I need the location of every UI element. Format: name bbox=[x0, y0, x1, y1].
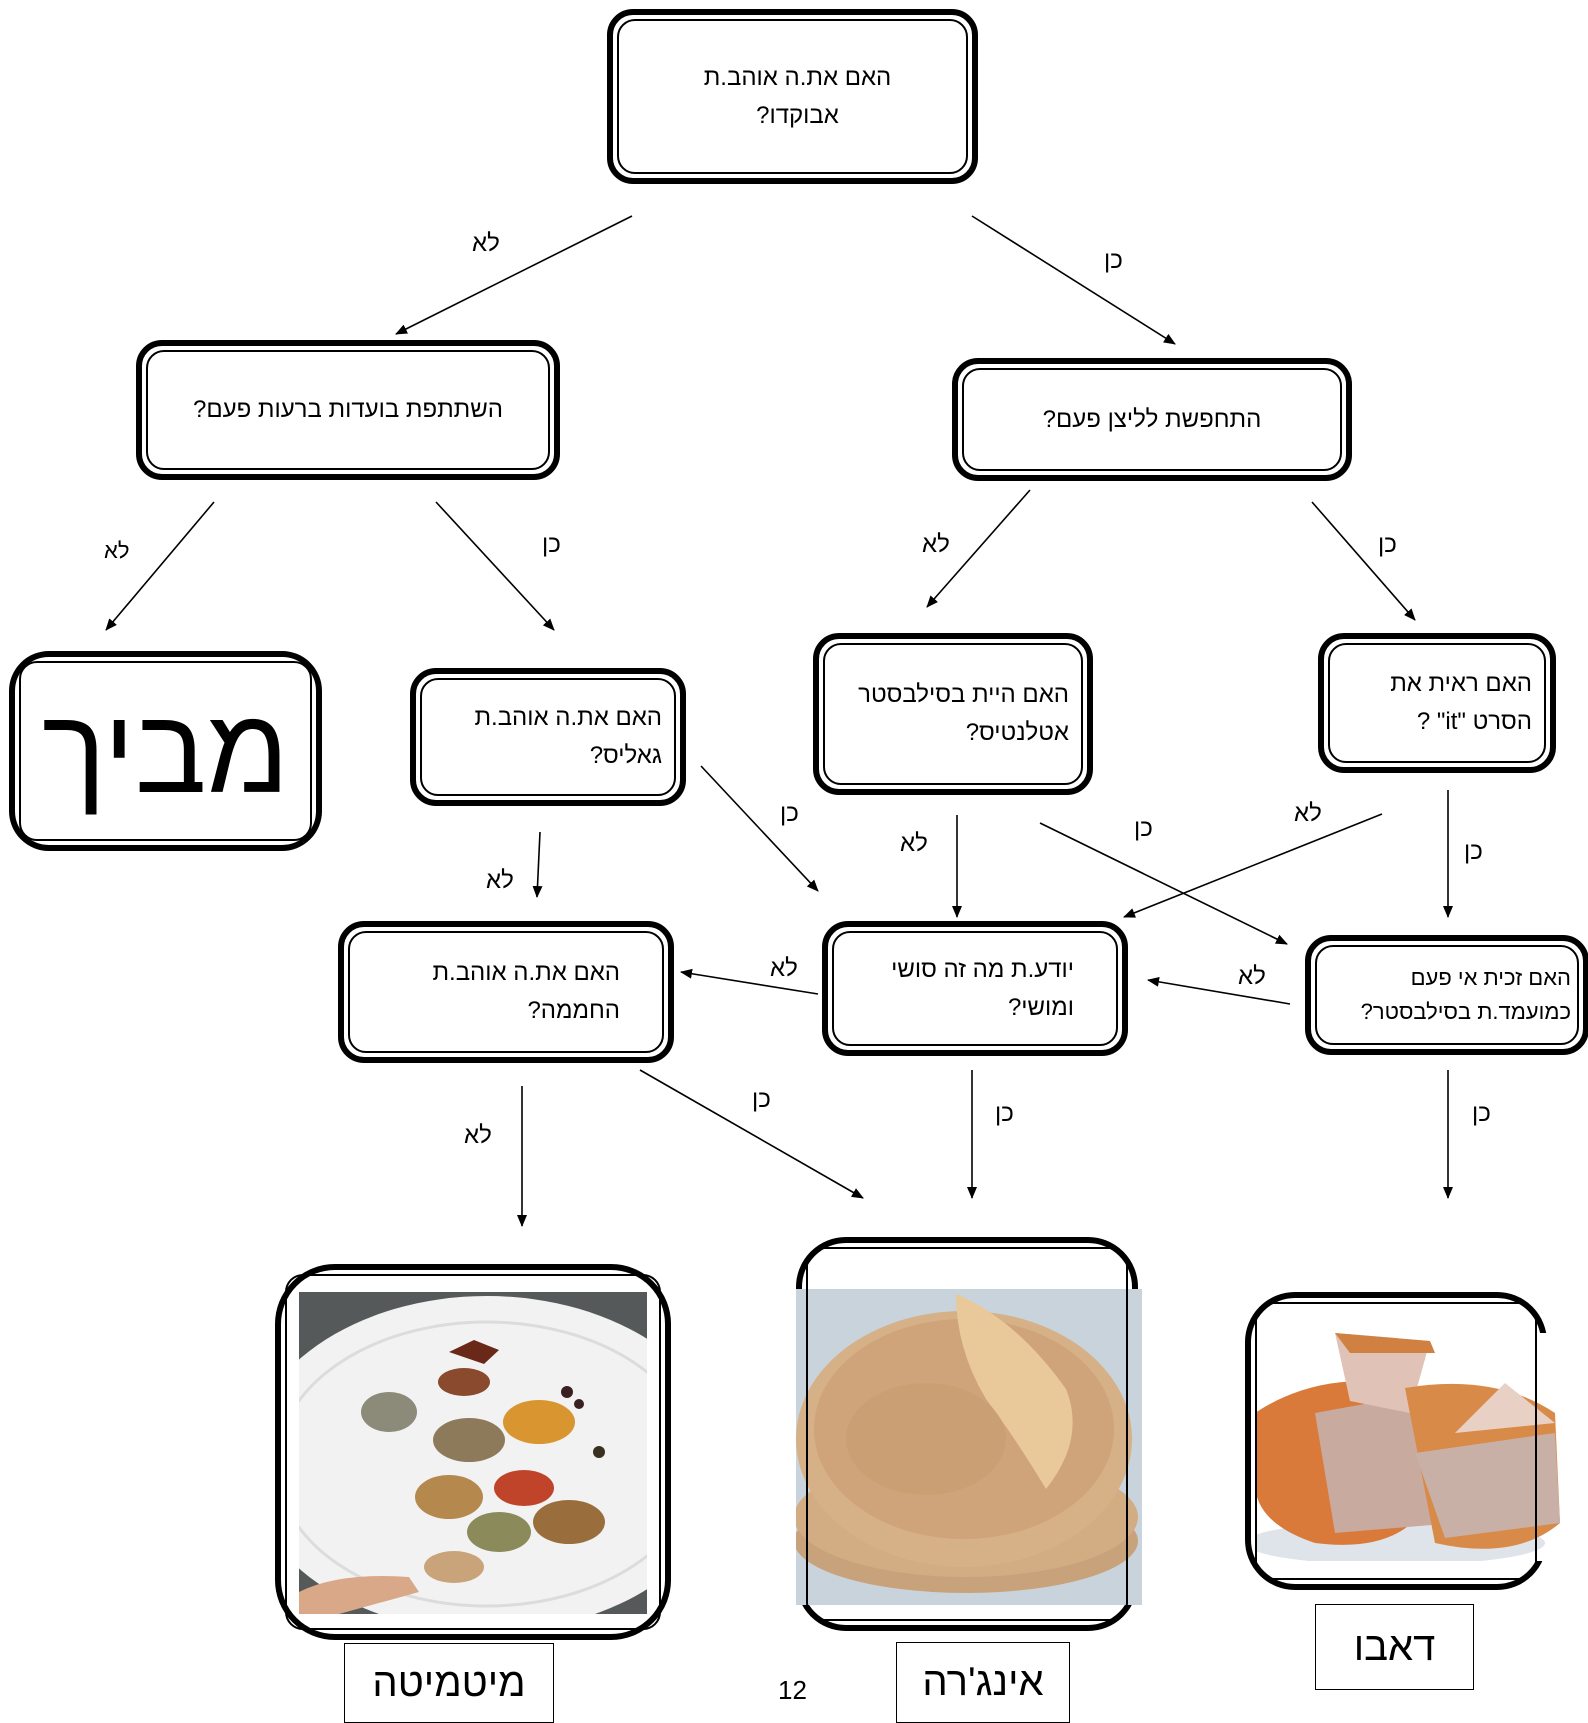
edge-label-yes: כן bbox=[542, 531, 561, 558]
question-events: השתתפת בועדות ברעות פעם? bbox=[136, 340, 560, 480]
edge-label-yes: כן bbox=[1104, 247, 1123, 274]
question-sushi: יודע.ת מה זה סושי ומושי? bbox=[822, 921, 1128, 1056]
spice-plate-icon bbox=[299, 1292, 647, 1614]
page-number: 12 bbox=[778, 1675, 807, 1705]
arrow-events-no bbox=[105, 501, 215, 631]
edge-label-no: לא bbox=[900, 830, 928, 857]
arrow-chamin-yes bbox=[639, 1069, 864, 1199]
arrow-sushi-no bbox=[680, 968, 819, 995]
caption-dabo: דאבו bbox=[1315, 1604, 1474, 1690]
edge-label-yes: כן bbox=[1472, 1100, 1491, 1127]
question-it-movie: האם ראית את הסרט "it" ? bbox=[1318, 633, 1556, 773]
question-candidate: האם זכית אי פעם כמועמד.ת בסילבסטר? bbox=[1305, 935, 1588, 1055]
question-sushi-text: יודע.ת מה זה סושי ומושי? bbox=[891, 955, 1074, 1021]
edge-label-no: לא bbox=[464, 1122, 492, 1149]
edge-label-yes: כן bbox=[1464, 838, 1483, 865]
edge-label-no: לא bbox=[472, 230, 500, 257]
dabo-bread-icon bbox=[1255, 1333, 1560, 1561]
caption-dabo-text: דאבו bbox=[1353, 1624, 1436, 1669]
edge-label-yes: כן bbox=[1134, 815, 1153, 842]
arrow-clown-yes bbox=[1311, 501, 1416, 621]
edge-label-no: לא bbox=[770, 955, 798, 982]
caption-mitmita: מיטמיטה bbox=[344, 1643, 554, 1723]
edge-label-no: לא bbox=[1294, 800, 1322, 827]
question-chamin-text: האם את.ה אוהב.ת החממה? bbox=[432, 959, 620, 1024]
question-chamin: האם את.ה אוהב.ת החממה? bbox=[338, 921, 674, 1063]
arrow-avocado-no bbox=[395, 215, 633, 335]
question-avocado-text: האם את.ה אוהב.ת אבוקדו? bbox=[703, 63, 892, 129]
caption-injera-text: אינג'רה bbox=[922, 1660, 1044, 1704]
question-sylvester-atlantis: האם היית בסילבסטר אטלנטיס? bbox=[813, 633, 1093, 795]
arrow-events-yes bbox=[435, 501, 555, 631]
question-clown-text: התחפשת לליצן פעם? bbox=[1042, 405, 1262, 433]
question-gallis: האם את.ה אוהב.ת גאליס? bbox=[410, 668, 686, 806]
mitmita-frame bbox=[275, 1264, 671, 1640]
injera-bread-icon bbox=[796, 1289, 1142, 1605]
edge-label-yes: כן bbox=[995, 1100, 1014, 1127]
caption-mitmita-text: מיטמיטה bbox=[372, 1660, 526, 1705]
question-sylvester-atlantis-text: האם היית בסילבסטר אטלנטיס? bbox=[858, 681, 1069, 746]
result-embarrassing-text: מביך bbox=[41, 684, 290, 818]
question-events-text: השתתפת בועדות ברעות פעם? bbox=[193, 396, 503, 423]
edge-label-yes: כן bbox=[780, 800, 799, 827]
result-embarrassing: מביך bbox=[9, 651, 322, 851]
edge-label-yes: כן bbox=[1378, 531, 1397, 558]
dabo-frame bbox=[1245, 1292, 1560, 1590]
question-it-movie-text: האם ראית את הסרט "it" ? bbox=[1390, 670, 1532, 735]
arrow-candidate-no bbox=[1147, 976, 1291, 1005]
arrow-it-no bbox=[1123, 813, 1383, 918]
arrow-gallis-yes bbox=[700, 765, 819, 892]
arrow-gallis-no bbox=[532, 831, 543, 898]
edge-label-yes: כן bbox=[752, 1086, 771, 1113]
question-avocado: האם את.ה אוהב.ת אבוקדו? bbox=[607, 9, 978, 184]
question-gallis-text: האם את.ה אוהב.ת גאליס? bbox=[474, 704, 662, 769]
arrow-atlantis-yes bbox=[1039, 822, 1288, 945]
injera-frame bbox=[796, 1237, 1142, 1631]
question-clown: התחפשת לליצן פעם? bbox=[952, 358, 1352, 481]
edge-label-no: לא bbox=[486, 867, 514, 894]
question-candidate-text: האם זכית אי פעם כמועמד.ת בסילבסטר? bbox=[1360, 965, 1571, 1024]
caption-injera: אינג'רה bbox=[896, 1642, 1070, 1723]
edge-label-no: לא bbox=[1238, 963, 1266, 990]
edge-label-no: לא bbox=[104, 538, 130, 563]
edge-label-no: לא bbox=[922, 531, 950, 558]
arrow-avocado-yes bbox=[971, 215, 1176, 345]
arrow-clown-no bbox=[926, 489, 1031, 608]
